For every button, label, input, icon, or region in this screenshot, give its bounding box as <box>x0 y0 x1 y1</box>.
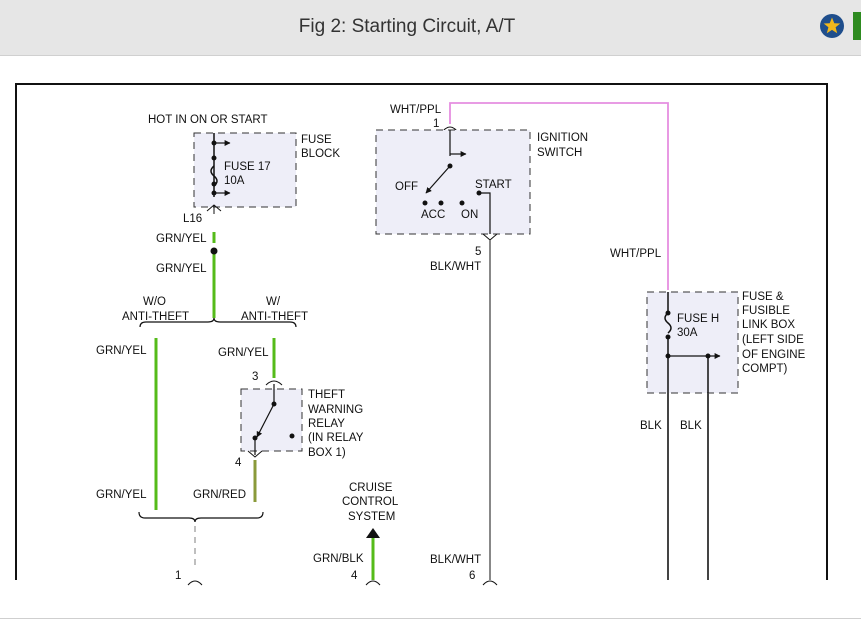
grn-yel-label-1: GRN/YEL <box>156 233 207 245</box>
option-brace-top <box>139 317 297 328</box>
grn-yel-label-5: GRN/YEL <box>96 489 147 501</box>
pin-1-ign-label: 1 <box>433 118 439 130</box>
pin-3-label: 3 <box>252 371 258 383</box>
blk-label-2: BLK <box>680 420 702 432</box>
cruise-label-3: SYSTEM <box>348 511 395 523</box>
fusible-link-box: FUSE H 30A FUSE & FUSIBLE LINK BOX (LEFT… <box>646 291 806 394</box>
page-title: Fig 2: Starting Circuit, A/T <box>298 16 516 37</box>
ign-label-2: SWITCH <box>537 147 582 159</box>
hot-label: HOT IN ON OR START <box>148 114 267 126</box>
pin-4-cruise-label: 4 <box>351 570 358 582</box>
link-box-label-4: (LEFT SIDE <box>742 334 804 346</box>
wht-ppl-label-2: WHT/PPL <box>610 248 662 260</box>
side-panel-tab[interactable] <box>853 12 861 40</box>
cruise-label-1: CRUISE <box>349 482 393 494</box>
title-bar: Fig 2: Starting Circuit, A/T <box>0 0 861 56</box>
cruise-label-2: CONTROL <box>342 496 399 508</box>
w-anti-theft-2: ANTI-THEFT <box>241 311 308 323</box>
blk-label-1: BLK <box>640 420 662 432</box>
relay-label-2: WARNING <box>308 404 363 416</box>
grn-yel-label-3: GRN/YEL <box>96 345 147 357</box>
grn-yel-label-2: GRN/YEL <box>156 263 207 275</box>
fuse-block-label-2: BLOCK <box>301 148 340 160</box>
ign-start-label: START <box>475 179 512 191</box>
option-brace-bottom <box>138 511 264 523</box>
wo-anti-theft-2: ANTI-THEFT <box>122 311 189 323</box>
grn-blk-label: GRN/BLK <box>313 553 364 565</box>
fuse-h-rating: 30A <box>677 327 698 339</box>
fuse-17-name: FUSE 17 <box>224 161 271 173</box>
w-anti-theft-1: W/ <box>266 296 281 308</box>
relay-label-4: (IN RELAY <box>308 432 364 444</box>
pin-5-label: 5 <box>475 246 481 258</box>
fuse-17-rating: 10A <box>224 175 245 187</box>
footer-divider <box>0 618 861 619</box>
fuse-block: HOT IN ON OR START FUSE BLOCK FUSE 17 10… <box>148 114 340 214</box>
ign-label-1: IGNITION <box>537 132 588 144</box>
theft-warning-relay: THEFT WARNING RELAY (IN RELAY BOX 1) <box>240 384 364 459</box>
link-box-label-3: LINK BOX <box>742 319 795 331</box>
fuse-h-name: FUSE H <box>677 313 719 325</box>
ign-on-label: ON <box>461 209 478 221</box>
fuse-block-label-1: FUSE <box>301 134 332 146</box>
wire-wht-ppl <box>449 102 669 290</box>
link-box-label-1: FUSE & <box>742 291 784 303</box>
ign-acc-label: ACC <box>421 209 445 221</box>
blk-wht-label-1: BLK/WHT <box>430 261 481 273</box>
blk-wht-label-2: BLK/WHT <box>430 554 481 566</box>
pin-4-relay-label: 4 <box>235 457 242 469</box>
link-box-label-6: COMPT) <box>742 363 788 375</box>
relay-label-3: RELAY <box>308 418 345 430</box>
l16-label: L16 <box>183 213 202 225</box>
wht-ppl-label-1: WHT/PPL <box>390 104 442 116</box>
favorite-star-icon[interactable] <box>819 13 845 39</box>
pin-6-label: 6 <box>469 570 475 582</box>
cruise-arrow-icon <box>366 528 380 538</box>
relay-label-1: THEFT <box>308 389 345 401</box>
wo-anti-theft-1: W/O <box>143 296 166 308</box>
grn-yel-label-4: GRN/YEL <box>218 347 269 359</box>
grn-red-label: GRN/RED <box>193 489 246 501</box>
diagram-frame <box>15 83 828 580</box>
pin-1-bottom-label: 1 <box>175 570 181 582</box>
ignition-switch: OFF START ACC ON IGNITION SWITCH <box>375 129 588 235</box>
relay-label-5: BOX 1) <box>308 447 346 459</box>
ign-off-label: OFF <box>395 181 418 193</box>
link-box-label-5: OF ENGINE <box>742 349 806 361</box>
link-box-label-2: FUSIBLE <box>742 305 790 317</box>
